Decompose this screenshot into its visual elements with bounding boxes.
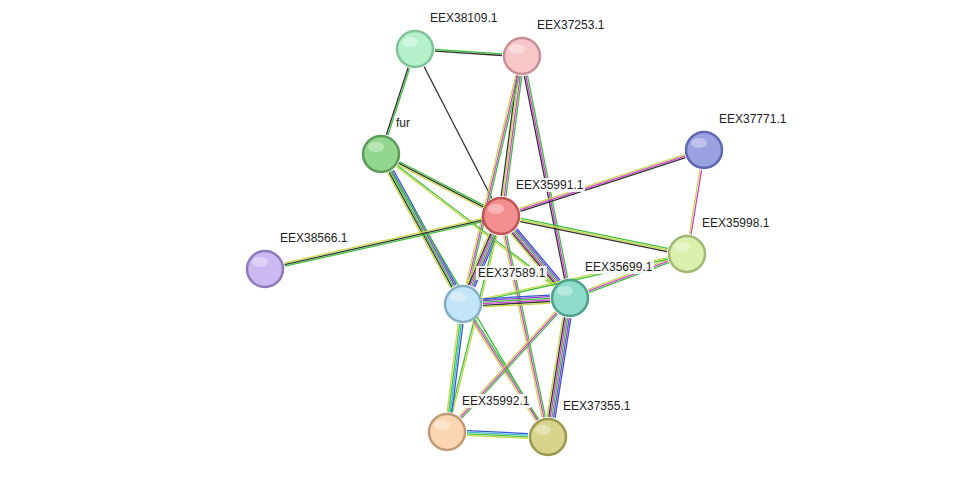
evidence-line — [435, 51, 502, 55]
node-circle — [245, 249, 285, 289]
node-label: fur — [394, 116, 412, 130]
evidence-line — [467, 435, 528, 438]
node-circle — [502, 36, 542, 76]
node-circle — [667, 234, 707, 274]
interaction-edge — [483, 295, 551, 307]
evidence-line — [424, 67, 492, 198]
node-label: EEX38566.1 — [278, 231, 349, 245]
node-label: EEX37771.1 — [717, 112, 788, 126]
node-label: EEX35992.1 — [460, 394, 531, 408]
evidence-line — [526, 76, 566, 279]
protein-node: EEX38566.1 — [245, 249, 285, 289]
node-label: EEX35991.1 — [514, 178, 585, 192]
node-label: EEX38109.1 — [428, 11, 499, 25]
interaction-edge — [520, 218, 667, 251]
protein-node: EEX35991.1 — [481, 196, 521, 236]
interaction-edge — [504, 235, 546, 418]
protein-node: EEX37253.1 — [502, 36, 542, 76]
evidence-line — [459, 312, 555, 417]
interaction-edge — [435, 50, 502, 56]
evidence-line — [521, 218, 668, 248]
evidence-line — [447, 324, 458, 412]
node-circle — [395, 29, 435, 69]
evidence-line — [507, 235, 546, 417]
protein-node: EEX35992.1 — [427, 412, 467, 452]
protein-node: EEX38109.1 — [395, 29, 435, 69]
node-label: EEX37355.1 — [561, 399, 632, 413]
evidence-line — [483, 303, 550, 307]
node-circle — [528, 417, 568, 457]
node-label: EEX35998.1 — [700, 216, 771, 230]
protein-node: EEX35998.1 — [667, 234, 707, 274]
protein-node: EEX35699.1 — [550, 278, 590, 318]
evidence-line — [689, 170, 700, 235]
node-circle — [361, 134, 401, 174]
node-circle — [443, 284, 483, 324]
evidence-line — [469, 76, 519, 285]
node-circle — [550, 278, 590, 318]
protein-node: EEX37771.1 — [684, 130, 724, 170]
evidence-line — [504, 236, 543, 418]
node-circle — [481, 196, 521, 236]
protein-node: EEX37589.1 — [443, 284, 483, 324]
protein-node: fur — [361, 134, 401, 174]
evidence-line — [521, 220, 668, 250]
evidence-line — [520, 222, 667, 252]
interaction-edge — [424, 67, 492, 198]
evidence-line — [461, 313, 557, 418]
node-circle — [427, 412, 467, 452]
node-circle — [684, 130, 724, 170]
node-label: EEX37253.1 — [535, 18, 606, 32]
evidence-line — [449, 324, 460, 412]
node-label: EEX35699.1 — [583, 260, 654, 274]
protein-node: EEX37355.1 — [528, 417, 568, 457]
interaction-edge — [467, 431, 528, 439]
node-label: EEX37589.1 — [476, 266, 547, 280]
evidence-line — [505, 236, 544, 418]
interaction-edge — [459, 312, 557, 419]
